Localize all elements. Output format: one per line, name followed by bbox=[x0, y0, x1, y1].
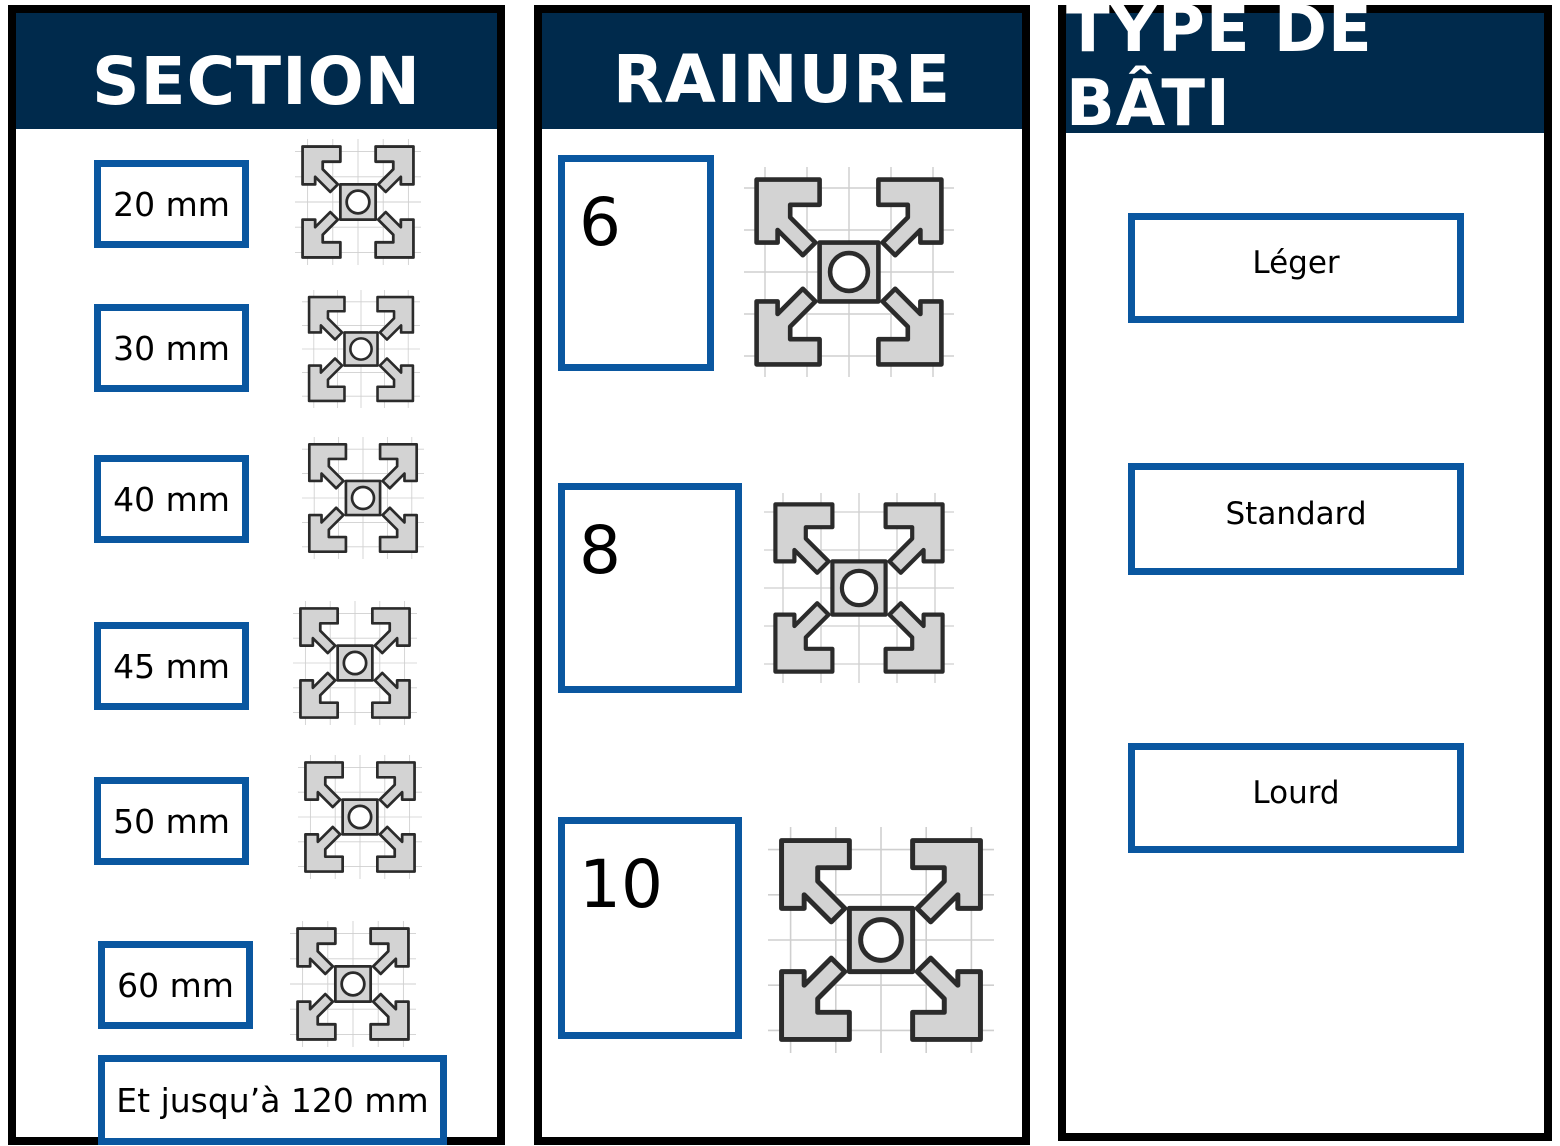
type-de-bati-header: TYPE DE BÂTI bbox=[1066, 0, 1544, 141]
section-size-label: 30 mm bbox=[113, 328, 230, 368]
type-option-label: Léger bbox=[1252, 245, 1340, 281]
section-title: SECTION bbox=[92, 42, 421, 120]
type-lourd-option[interactable]: Lourd bbox=[1128, 743, 1464, 853]
section-size-label: 45 mm bbox=[113, 646, 230, 686]
section-size-label: 60 mm bbox=[117, 965, 234, 1005]
aluminium-profile-icon bbox=[302, 437, 424, 559]
section-60mm-option[interactable]: 60 mm bbox=[98, 941, 253, 1029]
rainure-value: 8 bbox=[579, 512, 621, 589]
section-45mm-option[interactable]: 45 mm bbox=[94, 622, 249, 710]
section-header: SECTION bbox=[16, 13, 497, 129]
section-30mm-option[interactable]: 30 mm bbox=[94, 304, 249, 392]
aluminium-profile-icon bbox=[302, 287, 420, 411]
type-standard-option[interactable]: Standard bbox=[1128, 463, 1464, 575]
section-20mm-option[interactable]: 20 mm bbox=[94, 160, 249, 248]
section-40mm-option[interactable]: 40 mm bbox=[94, 455, 249, 543]
type-de-bati-column: TYPE DE BÂTI Léger Standard Lourd bbox=[1058, 0, 1552, 1141]
rainure-value: 10 bbox=[579, 846, 663, 923]
rainure-title: RAINURE bbox=[612, 40, 952, 118]
rainure-value: 6 bbox=[579, 184, 621, 261]
rainure-column: RAINURE 6 8 10 bbox=[534, 5, 1030, 1145]
type-de-bati-title: TYPE DE BÂTI bbox=[1066, 0, 1373, 141]
rainure-6-option[interactable]: 6 bbox=[558, 155, 714, 371]
rainure-8-option[interactable]: 8 bbox=[558, 483, 742, 693]
rainure-10-option[interactable]: 10 bbox=[558, 817, 742, 1039]
rainure-header: RAINURE bbox=[542, 13, 1022, 129]
section-column: SECTION 20 mm 30 mm 40 mm 45 mm 50 mm 60… bbox=[8, 5, 505, 1145]
aluminium-profile-icon bbox=[298, 755, 422, 879]
section-size-label: 40 mm bbox=[113, 479, 230, 519]
type-option-label: Standard bbox=[1225, 496, 1367, 532]
section-max-label: Et jusqu’à 120 mm bbox=[116, 1080, 429, 1120]
type-leger-option[interactable]: Léger bbox=[1128, 213, 1464, 323]
section-size-label: 50 mm bbox=[113, 801, 230, 841]
aluminium-profile-icon bbox=[744, 167, 954, 377]
aluminium-profile-icon bbox=[768, 823, 994, 1057]
section-size-label: 20 mm bbox=[113, 184, 230, 224]
aluminium-profile-icon bbox=[292, 601, 418, 725]
aluminium-profile-icon bbox=[764, 485, 954, 691]
type-option-label: Lourd bbox=[1252, 775, 1340, 811]
aluminium-profile-icon bbox=[290, 921, 416, 1047]
section-max-option[interactable]: Et jusqu’à 120 mm bbox=[98, 1055, 447, 1145]
aluminium-profile-icon bbox=[294, 139, 422, 265]
section-50mm-option[interactable]: 50 mm bbox=[94, 777, 249, 865]
